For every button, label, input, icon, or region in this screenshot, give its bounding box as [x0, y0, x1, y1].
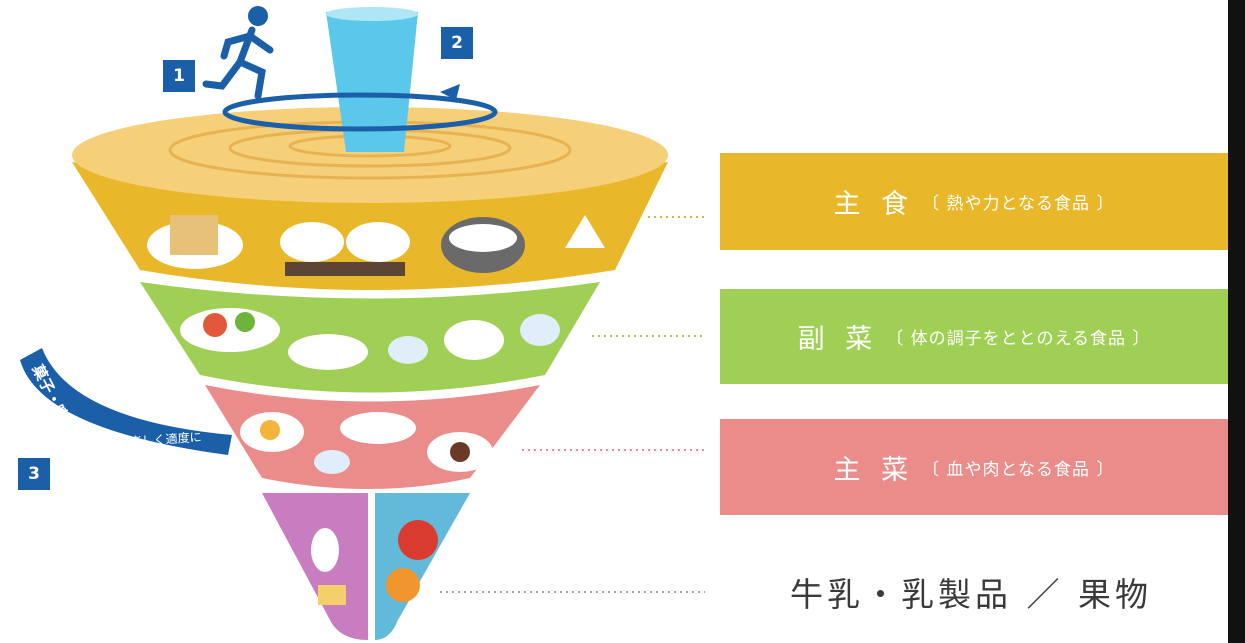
cheese-icon [318, 585, 346, 605]
stew-bowl-icon [288, 334, 368, 370]
staple-title: 主 食 [833, 189, 915, 220]
main-dish-title: 主 菜 [833, 454, 915, 486]
running-person-icon [202, 6, 274, 100]
sweets-ribbon-note: 楽しく適度に [129, 429, 202, 449]
side-dish-subtitle: 〔 体の調子をととのえる食品 〕 [886, 329, 1151, 349]
side-dish-band: 副 菜 〔 体の調子をととのえる食品 〕 [720, 289, 1228, 384]
small-bowl-icon [520, 314, 560, 346]
side-dish-tier [140, 282, 600, 393]
rice-ball-icon [565, 215, 605, 248]
window-edge-bar [1228, 0, 1245, 643]
rotation-arrow-icon [222, 92, 498, 132]
apple-icon [398, 520, 438, 560]
sweets-ribbon [20, 348, 232, 455]
soup-bowl-icon [444, 320, 504, 360]
fish-plate-icon [340, 412, 416, 444]
dairy-fruit-tier [262, 493, 470, 640]
rice-bowl-icon [280, 222, 344, 262]
milk-icon [311, 528, 339, 572]
orange-icon [386, 568, 420, 602]
main-dish-subtitle: 〔 血や肉となる食品 〕 [922, 459, 1115, 480]
side-dish-title: 副 菜 [797, 324, 879, 355]
dairy-fruit-label: 牛乳・乳製品 ／ 果物 [790, 575, 1152, 614]
staple-band: 主 食 〔 熱や力となる食品 〕 [720, 153, 1228, 250]
main-dish-tier [205, 385, 540, 489]
badge-2: 2 [441, 27, 473, 59]
main-dish-band: 主 菜 〔 血や肉となる食品 〕 [720, 419, 1228, 515]
staple-subtitle: 〔 熱や力となる食品 〕 [922, 194, 1115, 214]
rice-bowl-icon-2 [346, 222, 410, 262]
water-glass-icon [326, 12, 418, 152]
small-dish-icon [388, 336, 428, 364]
badge-3: 3 [18, 458, 50, 490]
badge-1: 1 [163, 60, 195, 92]
tofu-icon [314, 450, 350, 474]
salad-bowl-icon [180, 308, 280, 352]
